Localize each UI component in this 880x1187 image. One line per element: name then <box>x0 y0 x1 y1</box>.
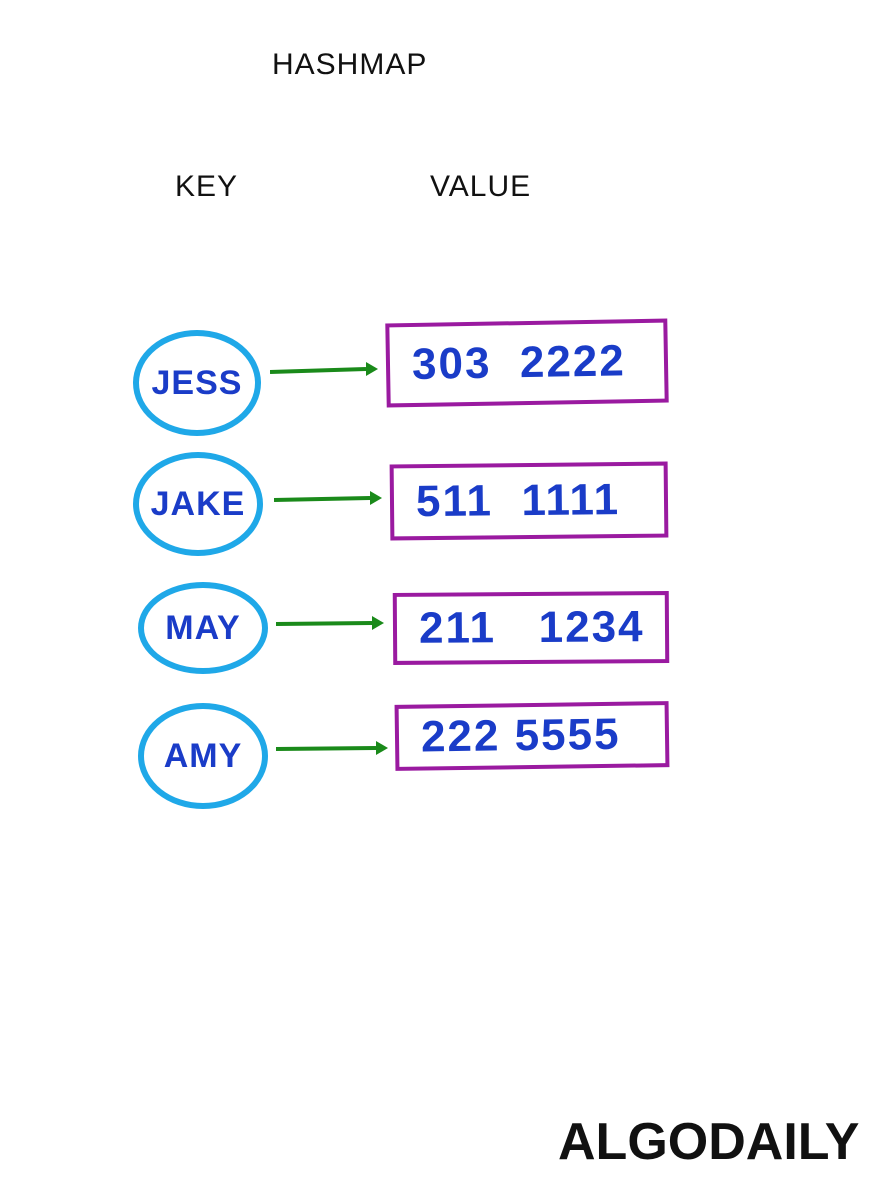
key-label: JESS <box>151 363 243 402</box>
value-box: 511 1111 <box>389 461 669 541</box>
value-label: 222 5555 <box>420 709 621 762</box>
arrow-icon <box>276 616 384 630</box>
value-box: 222 5555 <box>394 701 670 771</box>
hashmap-title: HASHMAP <box>272 48 428 81</box>
key-oval: JESS <box>133 330 261 436</box>
value-box: 303 2222 <box>385 318 669 408</box>
value-box: 211 1234 <box>392 591 670 665</box>
key-column-header: KEY <box>175 170 239 203</box>
brand-logo: ALGODAILY <box>558 1113 860 1171</box>
key-label: AMY <box>163 736 243 775</box>
key-oval: JAKE <box>133 452 263 556</box>
key-label: JAKE <box>150 484 246 523</box>
arrow-icon <box>270 362 378 376</box>
key-oval: AMY <box>138 703 268 809</box>
value-label: 511 1111 <box>415 475 621 527</box>
arrow-icon <box>274 491 382 505</box>
key-label: MAY <box>165 608 241 647</box>
value-label: 211 1234 <box>418 602 645 653</box>
value-column-header: VALUE <box>430 170 532 203</box>
key-oval: MAY <box>138 582 268 674</box>
arrow-icon <box>276 741 388 755</box>
value-label: 303 2222 <box>411 336 627 390</box>
